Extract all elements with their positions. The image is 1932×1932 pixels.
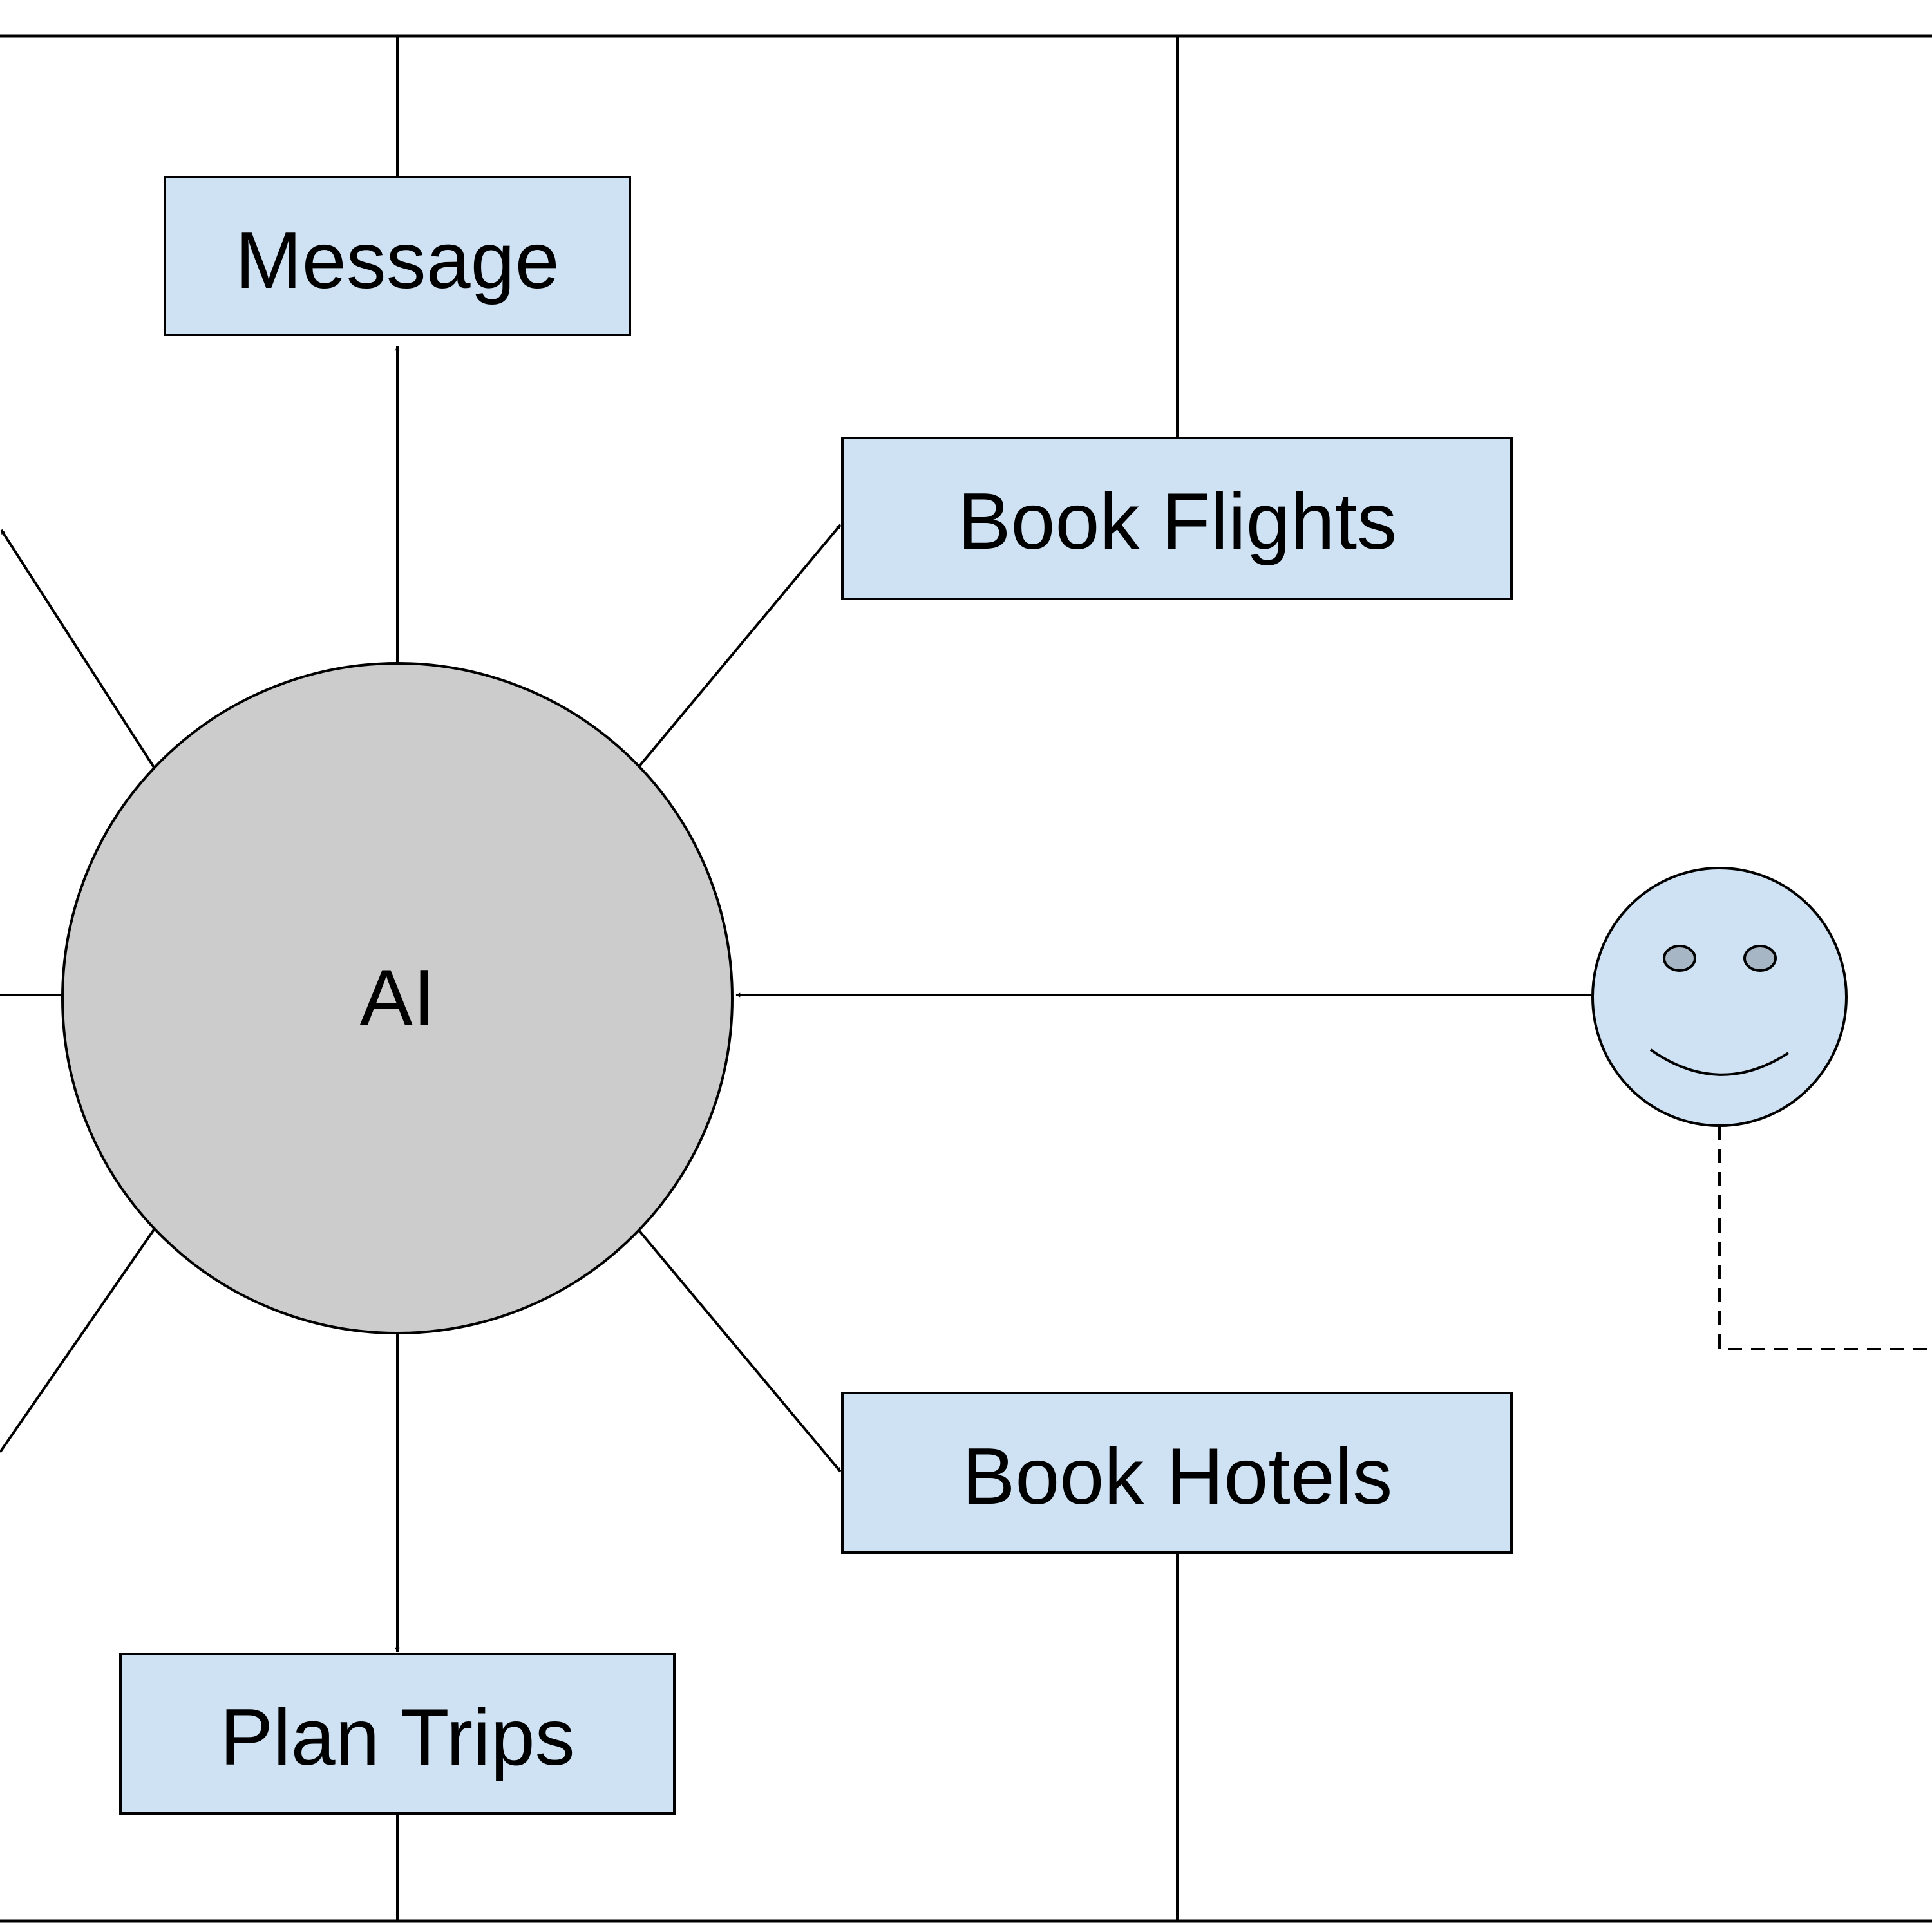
message-label: Message [235,216,559,305]
ai-hub-node[interactable]: AI [61,662,734,1334]
ai-hub-label: AI [359,954,435,1043]
arrow-ai-to-offscreen-lower-left [0,1227,156,1454]
book-flights-label: Book Flights [958,477,1397,566]
smiley-face-outline [1591,867,1848,1127]
ai-hub-circle [61,662,734,1334]
smiley-face-icon[interactable] [1591,867,1848,1127]
plan-trips-box [119,1653,676,1815]
plan-trips-label: Plan Trips [220,1693,574,1782]
plan-trips-node[interactable]: Plan Trips [119,1653,676,1815]
smiley-left-eye [1663,945,1696,972]
book-hotels-node[interactable]: Book Hotels [841,1392,1513,1554]
arrow-ai-to-offscreen-upper-left [0,529,156,770]
arrow-ai-to-book-flights [636,524,842,770]
message-node[interactable]: Message [164,176,631,336]
book-flights-node[interactable]: Book Flights [841,437,1513,600]
message-box [164,176,631,336]
smiley-right-eye [1743,945,1777,972]
arrow-ai-to-book-hotels [636,1227,842,1473]
book-hotels-label: Book Hotels [962,1432,1393,1521]
book-hotels-box [841,1392,1513,1554]
book-flights-box [841,437,1513,600]
smiley-mouth [1649,1048,1790,1076]
dashed-connector-user [1718,1126,1932,1350]
